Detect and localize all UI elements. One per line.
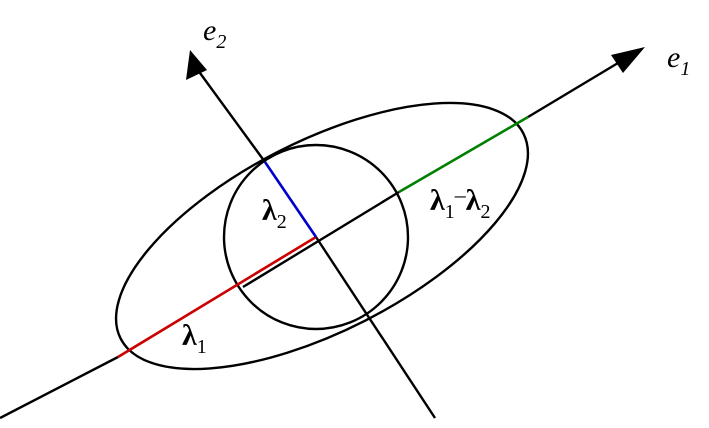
e1-axis-upper [527,61,619,119]
lambda2-label: λ2 [262,194,287,233]
lambda1-label: λ1 [182,319,207,358]
lambda1-segment [117,235,317,359]
e1-axis-lower [0,355,119,420]
inner-circle [222,143,410,331]
e2-arrowhead [186,50,207,80]
axis-e2-label: e2 [203,14,226,53]
axis-e1-label: e1 [667,41,690,80]
lambda2-segment [263,161,318,238]
lambda-diff-segment [398,115,529,194]
e2-axis-lower [314,236,437,419]
lambda-diff-label: λ1–λ2 [430,182,491,223]
outer-ellipse [114,101,530,371]
e1-axis-middle [242,190,400,289]
e2-axis-upper [199,72,266,163]
e1-arrowhead [611,47,645,73]
